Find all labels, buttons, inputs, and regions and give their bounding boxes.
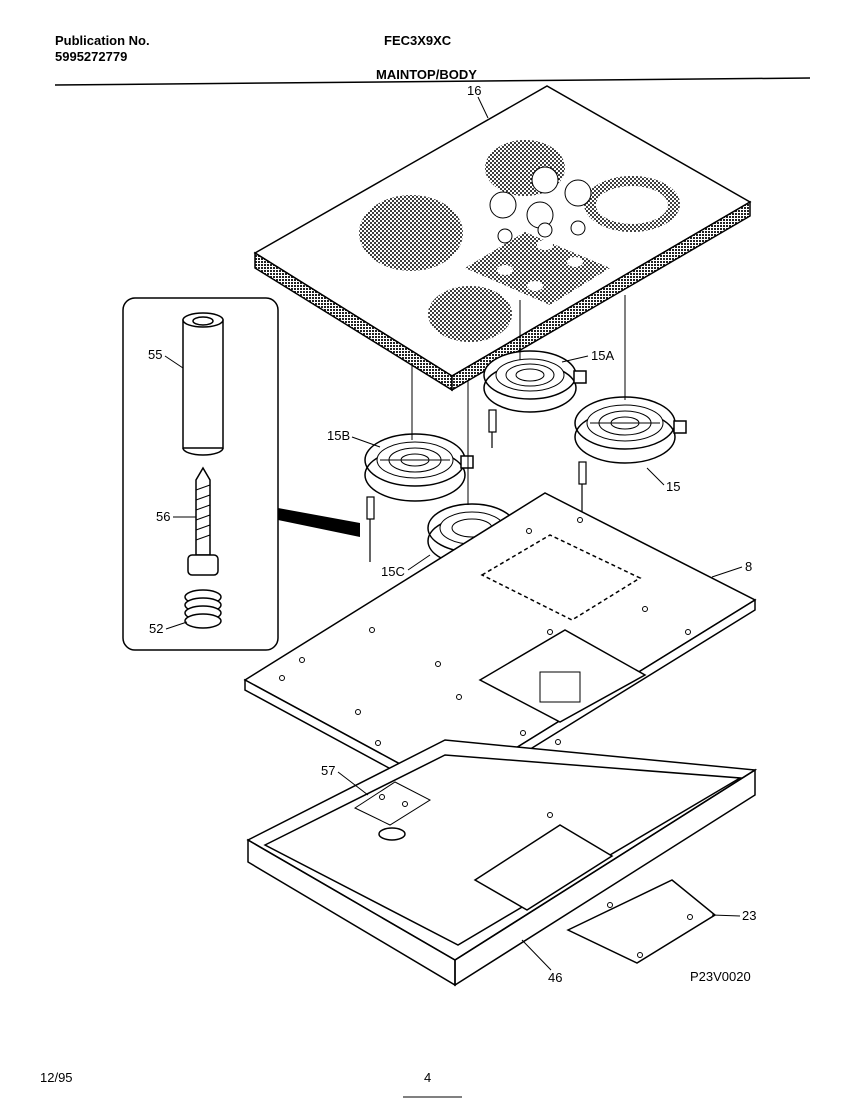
heating-element-15A: [483, 350, 587, 413]
control-knobs: [489, 166, 592, 244]
heating-element-15B: [364, 433, 474, 502]
part-label-57: 57: [321, 763, 335, 778]
model-number: FEC3X9XC: [384, 33, 452, 48]
part-label-52: 52: [149, 621, 163, 636]
part-label-46: 46: [548, 970, 562, 985]
header-rule: [54, 77, 811, 86]
part-callouts: 16 15A 15B 15 15C 8 55 56 52 57 23 46: [148, 83, 756, 985]
access-cover: [566, 879, 717, 964]
page-number: 4: [424, 1070, 432, 1085]
publication-number: 5995272779: [55, 49, 128, 64]
part-label-56: 56: [156, 509, 170, 524]
leveling-screw-56: [187, 466, 219, 576]
part-label-16: 16: [467, 83, 481, 98]
section-title: MAINTOP/BODY: [376, 67, 477, 82]
leveling-leg-55: [182, 312, 224, 456]
part-label-8: 8: [745, 559, 752, 574]
drawing-code: P23V0020: [690, 969, 751, 984]
part-label-15B: 15B: [327, 428, 350, 443]
inset-detail-box: [122, 297, 360, 651]
part-label-23: 23: [742, 908, 756, 923]
part-label-15C: 15C: [381, 564, 405, 579]
burner-zone-left: [359, 195, 463, 271]
footer-date: 12/95: [40, 1070, 73, 1085]
publication-label: Publication No.: [55, 33, 150, 48]
burner-zone-bottom: [428, 286, 512, 342]
spring-52: [184, 589, 222, 629]
cooktop-box: [246, 739, 758, 987]
part-label-55: 55: [148, 347, 162, 362]
terminal-block-cover: [480, 534, 642, 621]
mounting-bracket: [353, 781, 432, 826]
inset-pointer: [278, 508, 360, 537]
glass-cooktop: [253, 85, 752, 392]
control-panel-area: [465, 232, 610, 305]
alignment-lines: [411, 295, 626, 505]
part-label-15A: 15A: [591, 348, 614, 363]
part-label-15: 15: [666, 479, 680, 494]
heating-element-15: [574, 396, 687, 464]
box-floor-cutout: [473, 824, 614, 911]
